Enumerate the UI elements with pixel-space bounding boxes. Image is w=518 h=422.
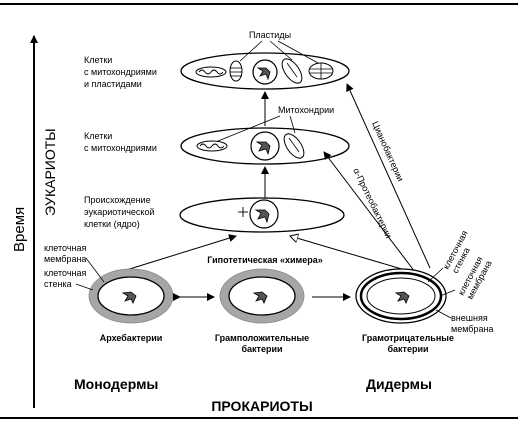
origin-level-label: Происхождение эукариотической клетки (яд… (84, 195, 155, 229)
gram-positive-label: Грамположительные бактерии (215, 333, 309, 354)
svg-text:бактерии: бактерии (241, 344, 282, 354)
svg-text:эукариотической: эукариотической (84, 207, 155, 217)
eukaryotic-cell-origin (179, 197, 345, 233)
plastids-level-label: Клетки с митохондриями и пластидами (84, 55, 157, 89)
archaea-cell (88, 268, 174, 324)
archaea-label: Архебактерии (100, 333, 163, 343)
chimera-label: Гипотетическая «химера» (207, 255, 322, 265)
left-wall-pointer (75, 283, 94, 291)
cell-with-mitochondria (180, 127, 350, 165)
svg-text:Клетки: Клетки (84, 55, 112, 65)
left-membrane-label: клеточная мембрана (44, 243, 86, 264)
right-membrane-pointer (439, 289, 456, 297)
gram-positive-cell (219, 268, 305, 324)
svg-text:с митохондриями: с митохондриями (84, 143, 157, 153)
plastids-pointer-2 (269, 40, 293, 61)
prokaryotes-label: ПРОКАРИОТЫ (211, 398, 312, 414)
svg-text:Клетки: Клетки (84, 131, 112, 141)
arrow-cyanobacteria (346, 83, 431, 269)
svg-text:клетки (ядро): клетки (ядро) (84, 219, 140, 229)
svg-text:стенка: стенка (44, 279, 72, 289)
right-wall-label: клеточная стенка (441, 229, 472, 275)
svg-text:Грамотрицательные: Грамотрицательные (362, 333, 454, 343)
mito-pointer-1 (217, 115, 281, 142)
arrow-gramneg-to-origin (290, 236, 406, 271)
arrow-archaea-to-origin (119, 234, 237, 273)
mito-level-label: Клетки с митохондриями (84, 131, 157, 153)
monoderms-label: Монодермы (74, 376, 158, 392)
svg-text:и пластидами: и пластидами (84, 79, 142, 89)
svg-text:мембрана: мембрана (44, 254, 86, 264)
cell-with-mito-and-plastids (180, 52, 350, 90)
time-axis-label: Время (11, 207, 28, 252)
proteobacteria-label: α-Протеобактерии (351, 166, 394, 239)
svg-text:клеточная: клеточная (44, 268, 86, 278)
right-wall-pointer (427, 267, 444, 283)
svg-text:бактерии: бактерии (387, 344, 428, 354)
right-outer-label: внешняя мембрана (451, 313, 493, 334)
svg-text:внешняя: внешняя (451, 313, 488, 323)
gram-negative-cell (355, 268, 447, 324)
mito-label: Митохондрии (278, 105, 334, 115)
left-membrane-pointer (85, 257, 105, 283)
left-wall-label: клеточная стенка (44, 268, 86, 289)
svg-text:Грамположительные: Грамположительные (215, 333, 309, 343)
plastids-label: Пластиды (249, 30, 291, 40)
svg-text:Происхождение: Происхождение (84, 195, 151, 205)
svg-text:с митохондриями: с митохондриями (84, 67, 157, 77)
eukaryotes-axis-label: ЭУКАРИОТЫ (42, 128, 58, 216)
plastids-pointer-1 (239, 40, 263, 62)
diderms-label: Дидермы (366, 376, 432, 392)
gram-negative-label: Грамотрицательные бактерии (362, 333, 454, 354)
mito-pointer-2 (289, 115, 296, 134)
svg-text:клеточная: клеточная (44, 243, 86, 253)
arrow-proteobacteria (323, 151, 416, 273)
plastids-pointer-3 (277, 40, 319, 64)
svg-text:мембрана: мембрана (451, 324, 493, 334)
right-outer-pointer (435, 309, 452, 319)
